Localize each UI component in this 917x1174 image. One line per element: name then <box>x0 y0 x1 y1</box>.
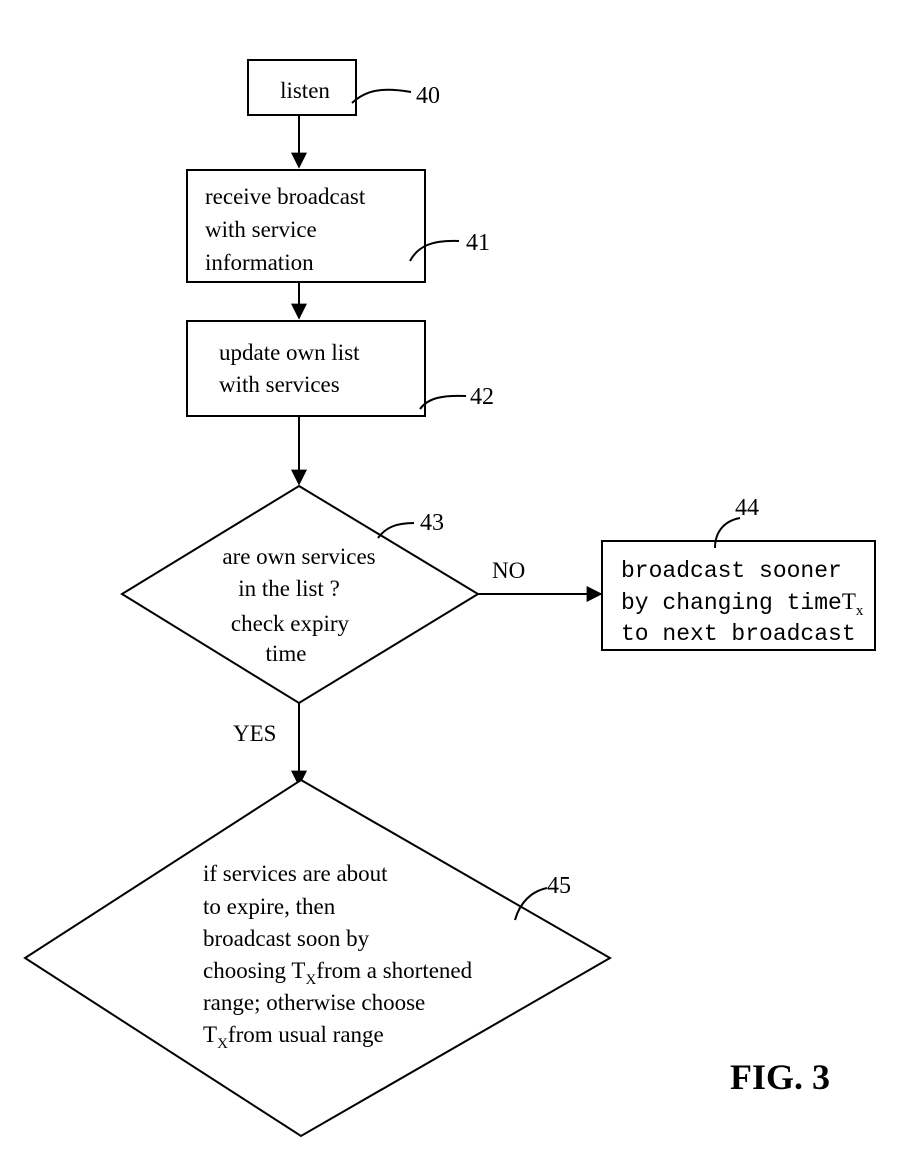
leader-43 <box>378 523 414 538</box>
yes-label: YES <box>233 721 276 746</box>
receive-label-line2: with service <box>205 217 317 242</box>
update-label-line2: with services <box>219 372 340 397</box>
choose-label-line5: range; otherwise choose <box>203 990 425 1015</box>
ref-45: 45 <box>547 873 571 899</box>
process-box-update <box>187 321 425 416</box>
ref-42: 42 <box>470 384 494 410</box>
ref-43: 43 <box>420 510 444 536</box>
leader-42 <box>420 396 466 409</box>
ref-41: 41 <box>466 230 490 256</box>
ref-40: 40 <box>416 83 440 109</box>
ref-44: 44 <box>735 495 759 521</box>
update-label-line1: update own list <box>219 340 360 365</box>
leader-40 <box>352 90 411 103</box>
decision-label-line3: check expiry <box>231 611 350 636</box>
decision-label-line2: in the list ? <box>238 576 340 601</box>
decision-label-line4: time <box>266 641 307 666</box>
sooner-label-line1: broadcast sooner <box>621 558 842 584</box>
decision-label-line1: are own services <box>222 544 375 569</box>
sooner-label-line2: by changing timeTx <box>621 589 864 619</box>
sooner-label-line3: to next broadcast <box>621 621 856 647</box>
listen-label: listen <box>280 78 330 103</box>
choose-label-line1: if services are about <box>203 861 388 886</box>
no-label: NO <box>492 558 525 583</box>
receive-label-line3: information <box>205 250 314 275</box>
receive-label-line1: receive broadcast <box>205 184 366 209</box>
figure-label: FIG. 3 <box>730 1057 830 1097</box>
choose-label-line2: to expire, then <box>203 894 336 919</box>
choose-label-line3: broadcast soon by <box>203 926 370 951</box>
